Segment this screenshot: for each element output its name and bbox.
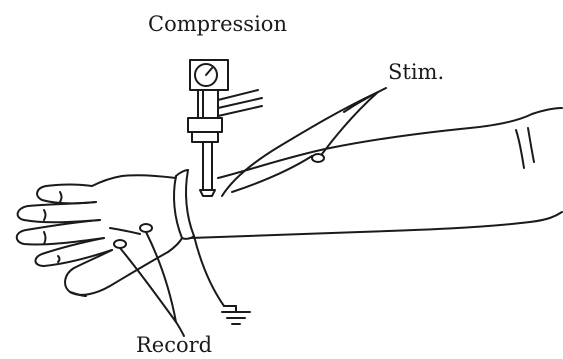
ground-lead [194,236,250,324]
stimulation-label: Stim. [388,62,444,83]
recording-leads [114,224,184,336]
forearm-outline [190,108,562,238]
recording-electrode-icon [140,224,152,232]
recording-electrode-icon-2 [114,240,126,248]
hand-outline [17,175,182,296]
recording-label: Record [136,335,212,356]
ground-symbol-icon [222,312,250,324]
stimulating-electrode-icon [312,154,324,162]
wrist-cuff [174,170,194,239]
compression-label: Compression [148,14,287,35]
